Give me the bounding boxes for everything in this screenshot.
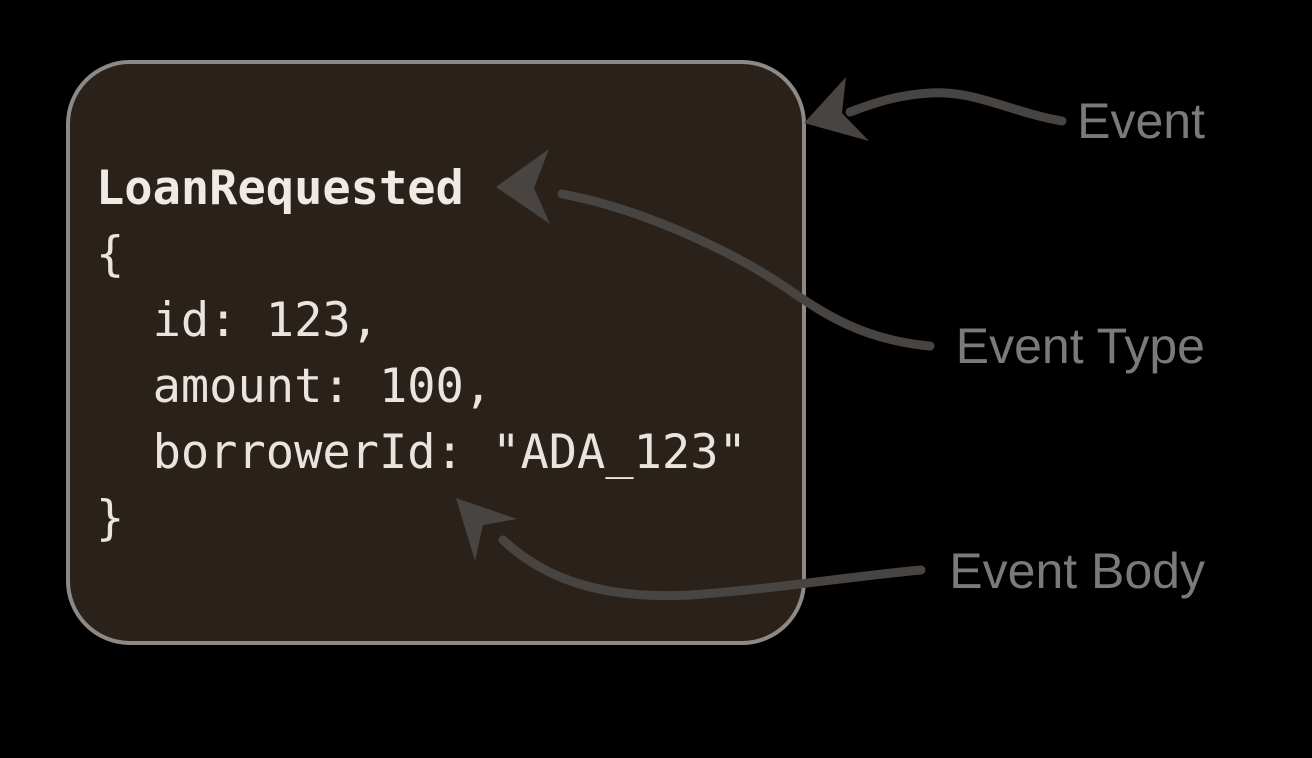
event-arrowhead-icon bbox=[804, 77, 869, 141]
code-line-borrower-id: borrowerId: "ADA_123" bbox=[96, 425, 747, 480]
code-line-amount: amount: 100, bbox=[96, 359, 493, 414]
event-type-text: LoanRequested bbox=[96, 161, 464, 216]
event-type-label: Event Type bbox=[955, 318, 1205, 374]
code-line-id: id: 123, bbox=[96, 293, 379, 348]
code-line-close-brace: } bbox=[96, 491, 125, 546]
event-code-block: LoanRequested { id: 123, amount: 100, bor… bbox=[96, 156, 747, 552]
event-body-label: Event Body bbox=[949, 543, 1205, 599]
event-label: Event bbox=[1077, 93, 1205, 149]
event-arrow bbox=[804, 77, 1067, 141]
code-line-open-brace: { bbox=[96, 227, 125, 282]
event-arrow-line bbox=[845, 88, 1067, 126]
